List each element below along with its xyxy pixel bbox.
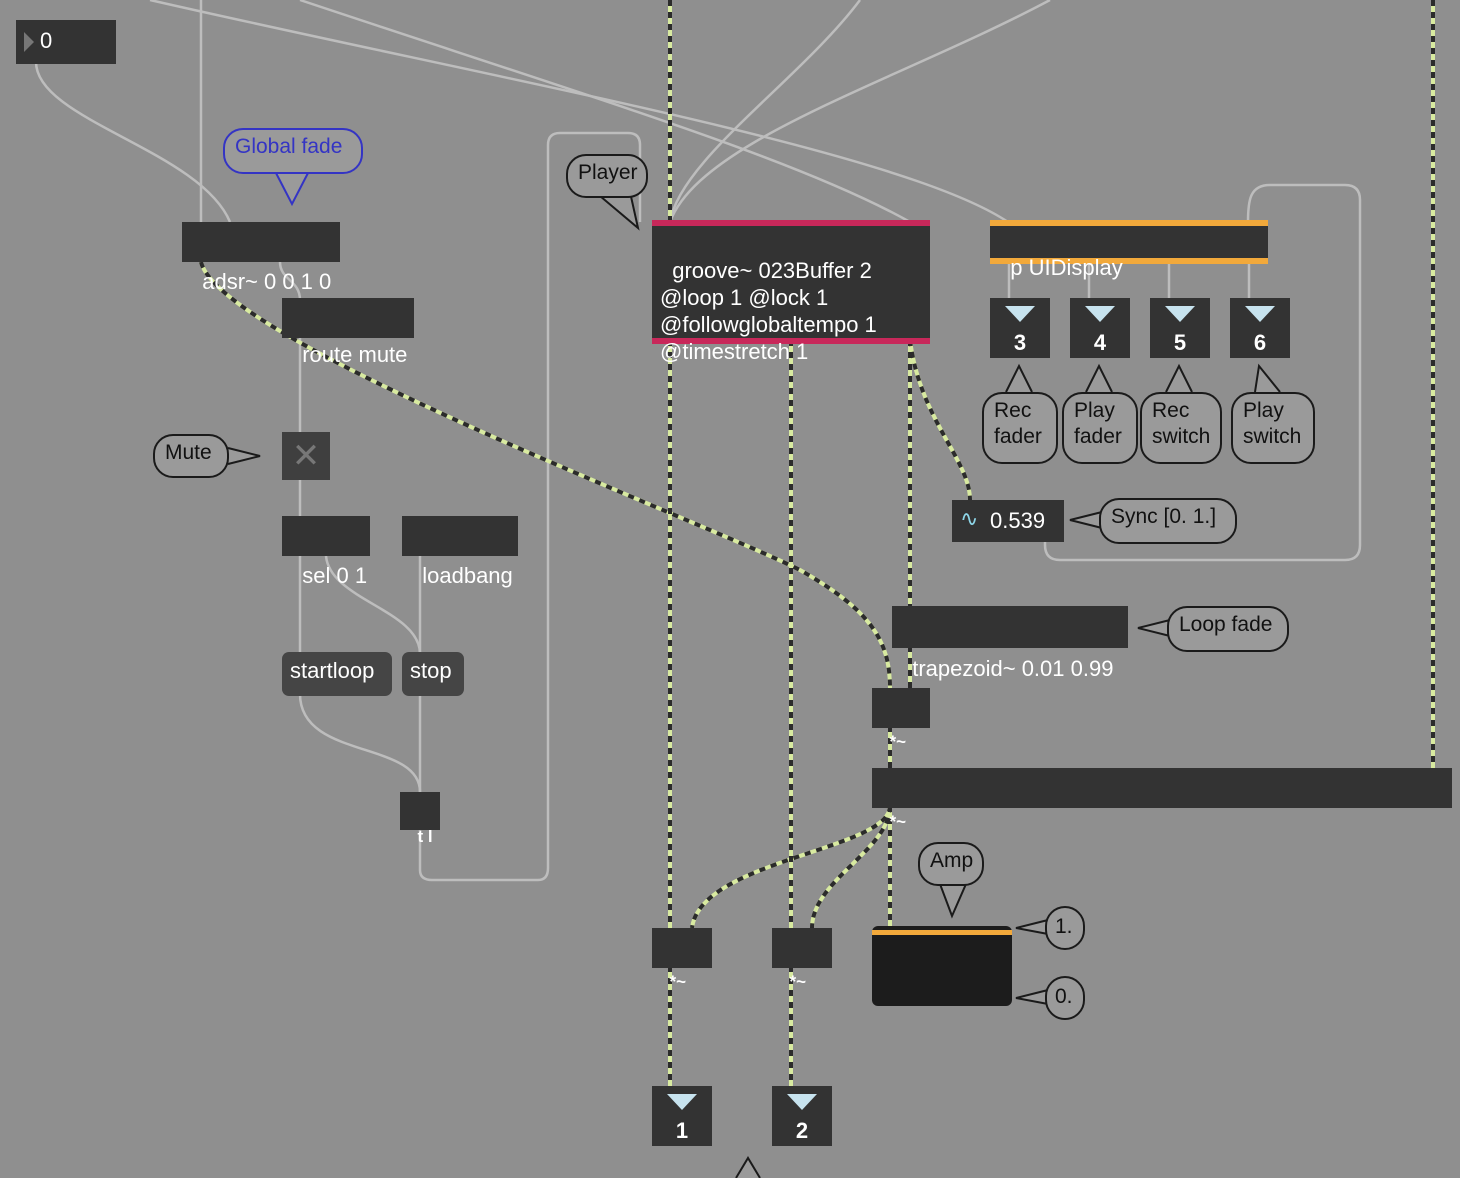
- cord-sel-to-stop: [324, 555, 422, 655]
- loop-fade-pointer: [1137, 619, 1171, 637]
- outlet-3[interactable]: 3: [990, 298, 1050, 358]
- sel-object[interactable]: sel 0 1: [282, 516, 370, 588]
- outlet-2[interactable]: 2: [772, 1086, 832, 1146]
- sync-value: 0.539: [990, 508, 1046, 533]
- cord-top-to-groove-c: [668, 0, 1051, 223]
- outlet-arrow-icon: [1245, 306, 1275, 322]
- comment-rec-fader: Rec fader: [982, 392, 1058, 464]
- mult-text: *~: [669, 972, 686, 991]
- mult-text: *~: [889, 812, 906, 831]
- rec-switch-pointer: [1165, 363, 1193, 393]
- mult-object-4[interactable]: *~: [772, 928, 832, 991]
- play-fader-pointer: [1085, 363, 1113, 393]
- startloop-message[interactable]: startloop: [282, 652, 392, 696]
- top-number-box[interactable]: 0: [16, 20, 116, 64]
- cord-uid-loop: [1043, 183, 1362, 562]
- min-pointer: [1015, 989, 1049, 1005]
- bottom-pointer: [735, 1156, 761, 1178]
- mute-pointer: [227, 447, 261, 465]
- comment-play-fader: Play fader: [1062, 392, 1138, 464]
- player-pointer: [599, 191, 640, 231]
- cord-number-to-adsr: [34, 61, 232, 223]
- outlet-1[interactable]: 1: [652, 1086, 712, 1146]
- play-arrow-icon: [24, 32, 34, 52]
- rec-fader-pointer: [1005, 363, 1033, 393]
- outlet-arrow-icon: [667, 1094, 697, 1110]
- cord-adsr-to-route: [278, 261, 302, 301]
- uidisplay-object[interactable]: p UIDisplay: [990, 220, 1268, 280]
- adsr-object[interactable]: adsr~ 0 0 1 0: [182, 222, 340, 294]
- uidisplay-text: p UIDisplay: [1010, 255, 1123, 280]
- outlet-arrow-icon: [1165, 306, 1195, 322]
- mult-text: *~: [789, 972, 806, 991]
- outlet-4[interactable]: 4: [1070, 298, 1130, 358]
- outlet-arrow-icon: [1085, 306, 1115, 322]
- comment-min: 0.: [1045, 976, 1085, 1020]
- comment-max: 1.: [1045, 906, 1085, 950]
- comment-loop-fade: Loop fade: [1167, 606, 1289, 652]
- trapezoid-object[interactable]: trapezoid~ 0.01 0.99: [892, 606, 1128, 681]
- cord-startloop-to-ti: [298, 693, 422, 793]
- global-fade-pointer: [275, 172, 309, 207]
- number-value: 0: [40, 28, 53, 53]
- t-i-text: t l: [417, 827, 433, 846]
- mult-object-2[interactable]: *~: [872, 768, 1452, 831]
- loadbang-object[interactable]: loadbang: [402, 516, 518, 588]
- adsr-text: adsr~ 0 0 1 0: [202, 269, 332, 294]
- comment-sync: Sync [0. 1.]: [1099, 498, 1237, 544]
- close-icon: ✕: [291, 437, 321, 475]
- route-mute-text: route mute: [302, 342, 408, 367]
- comment-amp: Amp: [918, 842, 984, 886]
- sel-text: sel 0 1: [302, 563, 368, 588]
- sine-wave-icon: ∿: [960, 506, 979, 531]
- t-i-object[interactable]: t l: [400, 792, 440, 846]
- outlet-arrow-icon: [787, 1094, 817, 1110]
- comment-play-switch: Play switch: [1231, 392, 1315, 464]
- outlet-5[interactable]: 5: [1150, 298, 1210, 358]
- route-mute-object[interactable]: route mute: [282, 298, 414, 367]
- mult-object-3[interactable]: *~: [652, 928, 712, 991]
- outlet-6[interactable]: 6: [1230, 298, 1290, 358]
- sync-number-box[interactable]: ∿ 0.539: [952, 500, 1064, 542]
- max-pointer: [1015, 919, 1049, 935]
- mult-object-1[interactable]: *~: [872, 688, 930, 751]
- comment-global-fade: Global fade: [223, 128, 363, 174]
- stop-message[interactable]: stop: [402, 652, 464, 696]
- groove-text: groove~ 023Buffer 2 @loop 1 @lock 1 @fol…: [660, 258, 877, 364]
- loadbang-text: loadbang: [422, 563, 513, 588]
- cord-top-to-groove-b: [668, 0, 861, 223]
- amp-meter[interactable]: [872, 926, 1012, 1006]
- cord-ti-to-groove: [418, 131, 642, 882]
- trapezoid-text: trapezoid~ 0.01 0.99: [912, 656, 1114, 681]
- cord-top-to-groove-a: [299, 0, 911, 224]
- groove-object[interactable]: groove~ 023Buffer 2 @loop 1 @lock 1 @fol…: [652, 220, 930, 364]
- comment-mute: Mute: [153, 434, 229, 478]
- sync-pointer: [1069, 511, 1103, 529]
- amp-meter-bar: [872, 930, 1012, 935]
- outlet-arrow-icon: [1005, 306, 1035, 322]
- amp-pointer: [939, 883, 967, 919]
- mult-text: *~: [889, 732, 906, 751]
- play-switch-pointer: [1254, 363, 1281, 393]
- mute-toggle[interactable]: ✕: [282, 432, 330, 480]
- comment-player: Player: [566, 154, 648, 198]
- comment-rec-switch: Rec switch: [1140, 392, 1222, 464]
- signal-groove-sync: [908, 339, 972, 501]
